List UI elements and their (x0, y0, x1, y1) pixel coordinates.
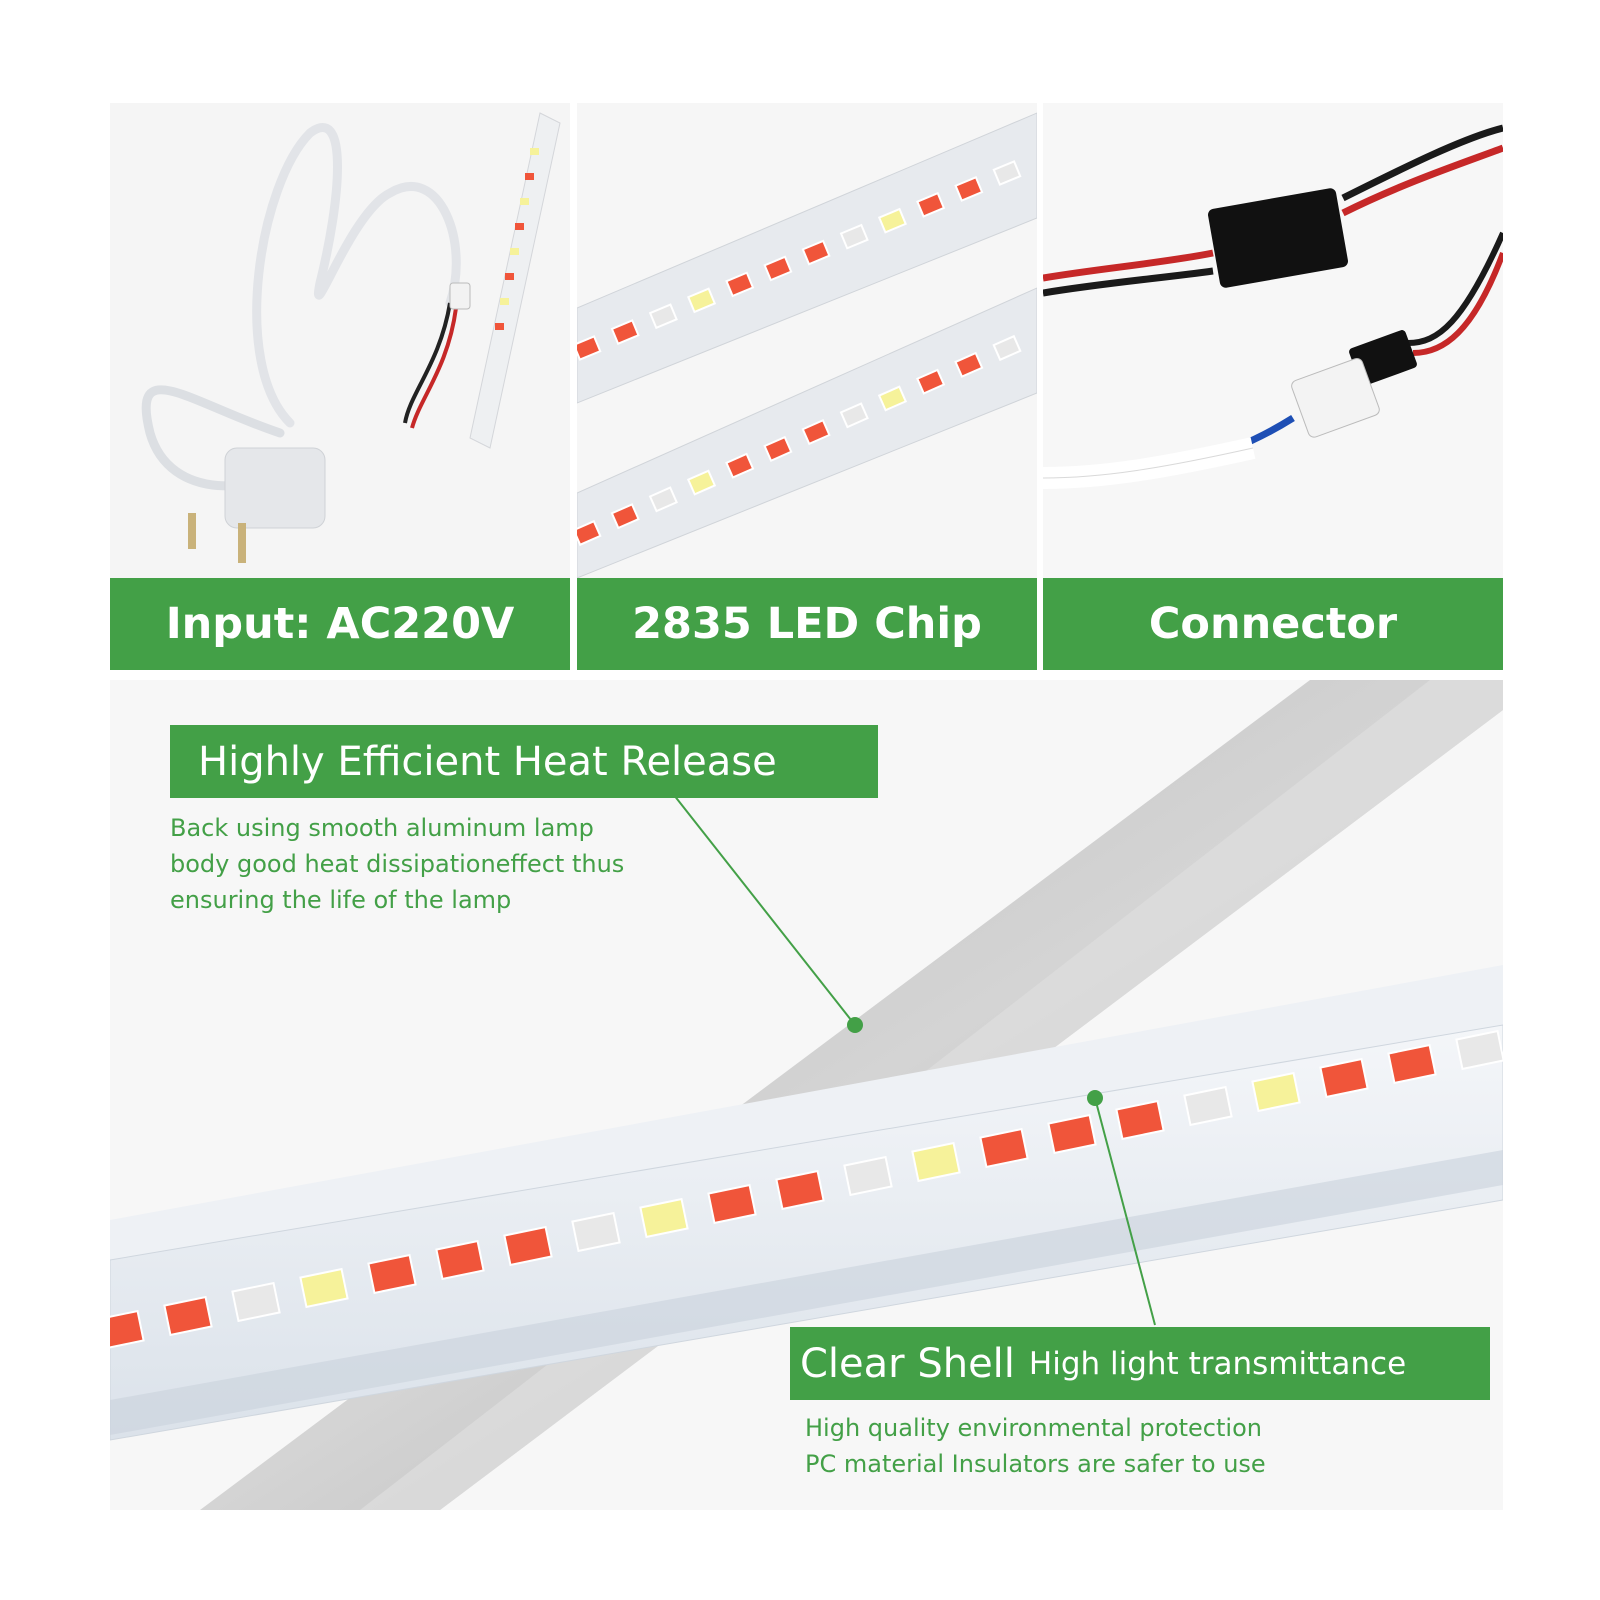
clear-shell-description: High quality environmental protection PC… (805, 1414, 1266, 1478)
led-chip (367, 1253, 417, 1295)
led-chip (1387, 1043, 1437, 1085)
led-chip (839, 223, 869, 250)
led-chip (571, 1211, 621, 1253)
led-chip (639, 1197, 689, 1239)
led-chip (1251, 1071, 1301, 1113)
led-chip (577, 519, 602, 547)
wire-connector-image (1043, 103, 1503, 578)
banner-led-chip: 2835 LED Chip (577, 578, 1037, 670)
led-chip (707, 1183, 757, 1225)
heat-release-title-text: Highly Efficient Heat Release (198, 738, 777, 785)
led-chip (801, 239, 831, 266)
heat-release-title: Highly Efficient Heat Release (170, 725, 878, 798)
led-chip (843, 1155, 893, 1197)
led-chip (163, 1295, 213, 1337)
led-chip (763, 435, 793, 462)
led-chip (911, 1141, 961, 1183)
banner-connector: Connector (1043, 578, 1503, 670)
banner-input-voltage: Input: AC220V (110, 578, 570, 670)
power-cord-plug-image (110, 103, 570, 578)
led-chip (299, 1267, 349, 1309)
led-chip (839, 402, 869, 429)
led-chip (648, 303, 678, 330)
led-chip (610, 503, 640, 530)
led-chip (687, 287, 717, 314)
led-chip (877, 207, 907, 234)
led-chip (725, 452, 755, 479)
led-chip (1115, 1099, 1165, 1141)
heat-release-description: Back using smooth aluminum lamp body goo… (170, 814, 625, 914)
panel-led-chip (577, 103, 1037, 578)
led-chip (775, 1169, 825, 1211)
led-chip (648, 486, 678, 513)
led-chip (1183, 1085, 1233, 1127)
led-chip (503, 1225, 553, 1267)
clear-shell-title-text: Clear Shell (800, 1340, 1015, 1387)
led-chip (231, 1281, 281, 1323)
led-chip (916, 368, 946, 395)
panel-power-cord (110, 103, 570, 578)
led-chip (577, 335, 602, 361)
clear-shell-subtitle-text: High light transmittance (1028, 1345, 1407, 1382)
led-chip (877, 385, 908, 412)
led-chip (1319, 1057, 1369, 1099)
clear-shell-title: Clear Shell High light transmittance (790, 1327, 1490, 1400)
led-chip (763, 255, 793, 282)
led-chip (954, 351, 984, 378)
led-chip (610, 319, 640, 346)
led-chip (1047, 1113, 1097, 1155)
led-chip (725, 271, 755, 298)
led-chip (801, 419, 831, 446)
led-chip-strip-image (577, 103, 1037, 578)
led-chip (435, 1239, 485, 1281)
led-chip (916, 191, 946, 218)
led-chip (1455, 1029, 1503, 1071)
panel-connector (1043, 103, 1503, 578)
led-chip (992, 334, 1022, 362)
led-chip (686, 469, 717, 496)
led-chip (979, 1127, 1029, 1169)
led-chip (992, 160, 1022, 186)
led-chip (954, 175, 984, 202)
led-chip (110, 1309, 145, 1351)
